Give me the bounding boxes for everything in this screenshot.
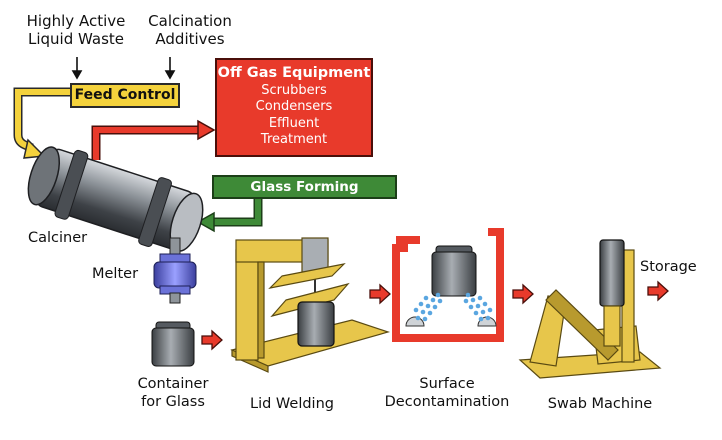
source-arrows [71,57,176,80]
feed-control-box: Feed Control [70,83,180,108]
waste-source-label: Highly Active Liquid Waste [26,12,126,48]
off-gas-item: Effluent [268,115,320,131]
off-gas-item: Treatment [260,132,328,147]
glass-forming-label: Glass Forming Additives [250,179,359,215]
glass-container [151,321,195,367]
feed-control-label: Feed Control [74,87,176,103]
swab-machine-label: Swab Machine [547,396,653,412]
storage-label: Storage [640,259,697,275]
calciner-label: Calciner [28,230,88,246]
additives-source-label: Calcination Additives [148,12,232,48]
melter-label: Melter [92,266,139,282]
off-gas-equipment-box: Off Gas Equipment Scrubbers Condensers E… [215,58,373,157]
glass-to-calciner-arrow [212,199,263,227]
lid-welding-machine [230,237,391,373]
calciner-to-offgas-arrow [91,125,200,160]
swab-machine [518,239,662,379]
calciner-drum [27,146,204,252]
stage-arrows [201,280,669,351]
container-label: Container for Glass [137,376,209,410]
glass-forming-additives-box: Glass Forming Additives [212,175,397,215]
spray-dots [413,292,493,322]
off-gas-title: Off Gas Equipment [217,65,371,81]
feed-to-calciner-arrow [13,87,70,153]
decontamination-chamber [392,228,504,342]
melter-unit [153,237,197,304]
lid-welding-label: Lid Welding [250,396,334,412]
off-gas-item: Scrubbers [261,82,327,98]
surface-decontamination-label: Surface Decontamination [384,376,510,410]
off-gas-item: Condensers [255,99,333,114]
